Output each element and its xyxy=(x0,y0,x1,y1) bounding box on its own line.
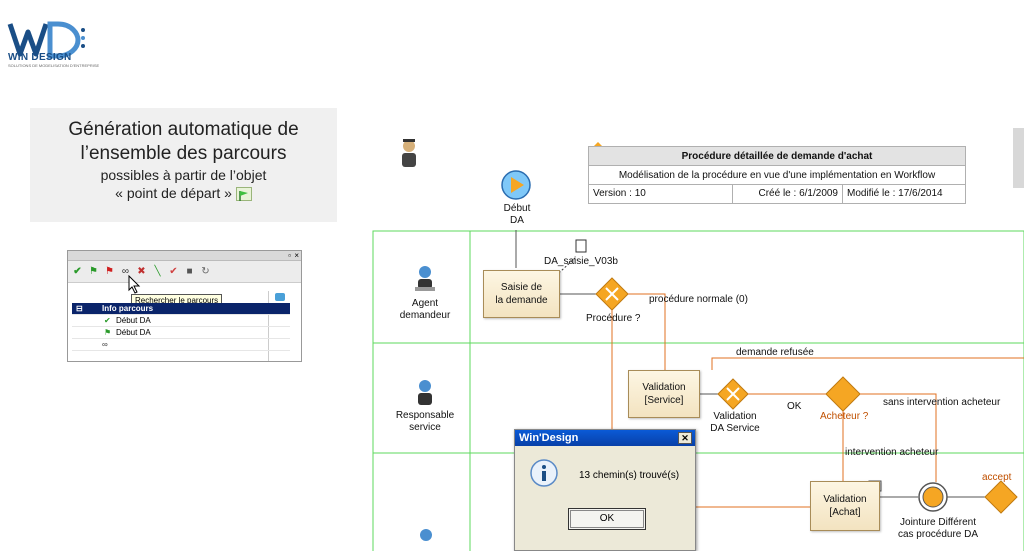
gateway-procedure-label: Procédure ? xyxy=(586,313,641,324)
check-green-icon[interactable]: ✔ xyxy=(73,266,82,277)
flow-label-refusee: demande refusée xyxy=(736,347,814,358)
tree-item-info[interactable]: ⊟ Info parcours xyxy=(72,303,290,315)
info-table-subtitle: Modélisation de la procédure en vue d'un… xyxy=(589,166,965,185)
start-flag-icon xyxy=(235,187,252,202)
data-association xyxy=(559,257,576,273)
flow-label-ok: OK xyxy=(787,401,802,412)
info-version: Version : 10 xyxy=(589,185,733,203)
tree-item-debut-2[interactable]: ⚑ Début DA xyxy=(72,327,290,339)
windesign-logo-icon xyxy=(7,21,85,59)
flow-sans-intervention xyxy=(860,393,937,482)
gateway-accept-icon[interactable] xyxy=(984,480,1018,514)
caption-line-3: possibles à partir de l’objet xyxy=(100,167,267,183)
start-event-play-icon xyxy=(511,177,524,193)
info-icon xyxy=(530,459,558,487)
flow-demande-refusee xyxy=(711,357,1024,370)
flow-label-sans: sans intervention acheteur xyxy=(883,397,1001,408)
procedure-info-table: Procédure détaillée de demande d'achat M… xyxy=(588,146,966,204)
dialog-close-button[interactable]: ✕ xyxy=(678,432,692,444)
tree-item-parcours[interactable]: ∞ xyxy=(72,339,290,351)
column-header-icon xyxy=(274,293,285,301)
info-created: Créé le : 6/1/2009 xyxy=(733,185,843,203)
dialog-ok-button[interactable]: OK xyxy=(568,508,646,530)
parcours-panel: ▫ × ✔ ⚑ ⚑ ∞ ✖ ╲ ✔ ■ ↻ Rechercher le parc… xyxy=(67,250,302,362)
parcours-tree: ⊟ Info parcours ✔ Début DA ⚑ Début DA ∞ xyxy=(72,303,290,351)
actor-bottom-icon xyxy=(420,529,432,541)
panel-pin-icon[interactable]: ▫ xyxy=(288,251,291,260)
actor-top-icon xyxy=(402,139,416,167)
jointure-label: Jointure Différent cas procédure DA xyxy=(897,517,979,540)
panel-titlebar: ▫ × xyxy=(68,251,301,261)
gateway-validation-da-icon[interactable] xyxy=(717,378,749,410)
tree-item-debut-1[interactable]: ✔ Début DA xyxy=(72,315,290,327)
tree-item-label: Info parcours xyxy=(102,304,154,313)
binoculars-icon: ∞ xyxy=(102,340,108,349)
brand-name: WIN DESIGN xyxy=(8,52,72,63)
task-validation-achat[interactable]: Validation [Achat] xyxy=(810,481,880,531)
windesign-dialog: Win'Design ✕ 13 chemin(s) trouvé(s) OK xyxy=(514,429,696,551)
dialog-title-text: Win'Design xyxy=(519,432,579,444)
info-table-title: Procédure détaillée de demande d'achat xyxy=(589,147,965,166)
info-table-meta: Version : 10 Créé le : 6/1/2009 Modifié … xyxy=(589,185,965,203)
panel-close-icon[interactable]: × xyxy=(294,251,299,260)
brand-tagline: SOLUTIONS DE MODELISATION D'ENTREPRISE xyxy=(8,63,100,68)
data-object-label: DA_saisie_V03b xyxy=(544,256,618,267)
flow-procedure-normale xyxy=(628,293,666,370)
caption-line-2: l’ensemble des parcours xyxy=(80,143,287,164)
caption-line-1: Génération automatique de xyxy=(68,119,299,140)
flow-label-intervention: intervention acheteur xyxy=(845,447,939,458)
mouse-cursor-icon xyxy=(128,275,141,294)
data-object-icon xyxy=(575,239,587,253)
flag-green-icon[interactable]: ⚑ xyxy=(89,266,98,277)
task-saisie-demande[interactable]: Saisie de la demande xyxy=(483,270,560,318)
pool-border xyxy=(372,230,1024,551)
start-event-label: Début DA xyxy=(503,203,531,226)
flow-label-normale: procédure normale (0) xyxy=(649,294,748,305)
panel-toolbar: ✔ ⚑ ⚑ ∞ ✖ ╲ ✔ ■ ↻ xyxy=(68,261,301,283)
tree-item-label: Début DA xyxy=(116,328,151,337)
scrollbar-thumb[interactable] xyxy=(1013,128,1024,188)
actor-responsable-icon xyxy=(418,380,432,405)
cross-icon[interactable]: ✖ xyxy=(137,266,146,277)
dialog-message: 13 chemin(s) trouvé(s) xyxy=(579,470,680,481)
gateway-acheteur-icon[interactable] xyxy=(825,376,861,412)
tree-item-label: Début DA xyxy=(116,316,151,325)
lane-agent-label: Agent demandeur xyxy=(399,298,451,321)
task-validation-service[interactable]: Validation [Service] xyxy=(628,370,700,418)
flag-green-icon: ⚑ xyxy=(104,328,112,337)
refresh-icon[interactable]: ↻ xyxy=(201,266,210,277)
caption-line-4: « point de départ » xyxy=(30,184,337,202)
path-icon[interactable]: ╲ xyxy=(154,266,161,277)
lane-responsable-label: Responsable service xyxy=(395,410,455,433)
dialog-title: Win'Design ✕ xyxy=(515,430,695,446)
save-icon[interactable]: ■ xyxy=(186,266,193,277)
flow-label-accept: accept xyxy=(982,472,1012,483)
caption-box: Génération automatique de l’ensemble des… xyxy=(30,108,337,222)
caption-line-4-text: « point de départ » xyxy=(115,185,232,201)
gateway-acheteur-label: Acheteur ? xyxy=(820,411,869,422)
info-modified: Modifié le : 17/6/2014 xyxy=(847,188,943,199)
check-red-icon[interactable]: ✔ xyxy=(169,266,178,277)
check-green-icon: ✔ xyxy=(104,316,111,325)
binoculars-icon[interactable]: ∞ xyxy=(121,266,130,277)
gateway-validation-da-label: Validation DA Service xyxy=(710,411,760,434)
jointure-event-icon[interactable] xyxy=(918,482,948,512)
expand-icon[interactable]: ⊟ xyxy=(76,304,83,313)
flag-red-icon[interactable]: ⚑ xyxy=(105,266,114,277)
gateway-procedure-icon[interactable] xyxy=(595,277,629,311)
actor-agent-icon xyxy=(415,266,435,291)
